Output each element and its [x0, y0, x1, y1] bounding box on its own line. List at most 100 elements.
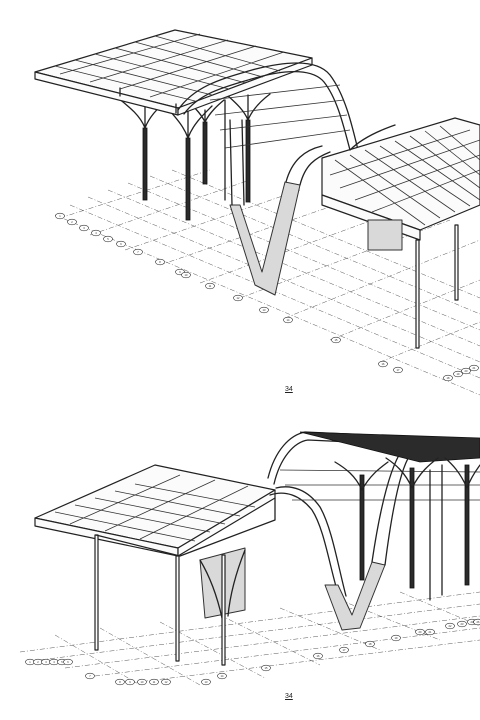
- v-frame-top: [229, 119, 331, 296]
- grid-bubble-label: 1: [29, 660, 31, 664]
- grid-bubble-label: 19: [395, 636, 398, 640]
- grid-bubble-label: 12: [237, 296, 240, 300]
- grid-bubble: 18: [443, 374, 453, 382]
- grid-bubble-label: 10: [185, 273, 188, 277]
- grid-bubble-label: 9: [179, 270, 181, 274]
- grid-bubble-label: 20: [419, 630, 422, 634]
- grid-bubble-label: 15: [335, 338, 338, 342]
- grid-bubble-label: 15: [265, 666, 268, 670]
- grid-bubble-label: 6: [67, 660, 69, 664]
- grid-bubble-label: 17: [343, 648, 346, 652]
- grid-bubble: 8: [115, 678, 125, 686]
- grid-bubble: 4: [49, 658, 59, 666]
- grid-bubble-label: 8: [119, 680, 121, 684]
- grid-bubble-label: 12: [165, 680, 168, 684]
- grid-bubble-label: 1: [59, 214, 61, 218]
- grid-bubble-label: 2: [71, 220, 73, 224]
- right-canopy: [321, 117, 480, 349]
- ground-grid-bottom: [19, 591, 480, 686]
- grid-bubble: 1: [25, 658, 35, 666]
- grid-bubble-label: 13: [263, 308, 266, 312]
- grid-bubble: 8: [155, 258, 165, 266]
- grid-bubble-label: 9: [129, 680, 131, 684]
- grid-bubble-label: 26: [477, 620, 480, 624]
- grid-bubble-label: 23: [461, 622, 464, 626]
- grid-bubble: 15: [331, 336, 341, 344]
- figure-label-top: 34: [285, 386, 293, 393]
- grid-bubble: 2: [67, 218, 77, 226]
- left-canopy-posts: [117, 92, 271, 221]
- grid-bubble: 16: [313, 652, 323, 660]
- grid-bubble: 12: [161, 678, 171, 686]
- grid-bubble-label: 21: [473, 366, 476, 370]
- grid-bubble: 26: [473, 618, 480, 626]
- grid-bubble-label: 5: [61, 660, 63, 664]
- grid-bubble: 13: [259, 306, 269, 314]
- grid-bubble-label: 21: [429, 630, 432, 634]
- grid-bubble-label: 10: [141, 680, 144, 684]
- grid-bubble-label: 17: [397, 368, 400, 372]
- left-small-canopy: [34, 464, 276, 666]
- grid-bubble: 20: [461, 367, 471, 375]
- left-canopy-roof: [34, 29, 313, 116]
- grid-bubble: 18: [365, 640, 375, 648]
- grid-bubble: 11: [149, 678, 159, 686]
- grid-bubble: 3: [79, 224, 89, 232]
- grid-bubble: 4: [91, 229, 101, 237]
- grid-bubble: 14: [217, 672, 227, 680]
- right-big-canopy: [267, 431, 480, 601]
- grid-bubble: 23: [457, 620, 467, 628]
- grid-bubble-label: 14: [221, 674, 224, 678]
- grid-bubble-label: 7: [89, 674, 91, 678]
- grid-bubble-label: 20: [465, 369, 468, 373]
- grid-bubble-label: 2: [37, 660, 39, 664]
- grid-bubble-label: 19: [457, 372, 460, 376]
- grid-bubble: 17: [339, 646, 349, 654]
- arch-rib-top: [177, 62, 359, 201]
- grid-bubble-label: 24: [471, 620, 474, 624]
- grid-bubble: 21: [469, 364, 479, 372]
- grid-bubble-label: 16: [382, 362, 385, 366]
- grid-bubble: 19: [391, 634, 401, 642]
- grid-bubble: 13: [201, 678, 211, 686]
- grid-bubble-label: 6: [120, 242, 122, 246]
- grid-bubble-label: 3: [45, 660, 47, 664]
- grid-bubble: 9: [125, 678, 135, 686]
- grid-bubble-label: 11: [153, 680, 156, 684]
- grid-bubble-label: 4: [53, 660, 55, 664]
- grid-bubble-label: 3: [83, 226, 85, 230]
- grid-bubble-label: 16: [317, 654, 320, 658]
- grid-bubble: 19: [453, 370, 463, 378]
- grid-bubble: 15: [261, 664, 271, 672]
- arch-rib-bottom: [269, 449, 411, 631]
- grid-bubble: 14: [283, 316, 293, 324]
- grid-bubble: 22: [445, 622, 455, 630]
- grid-bubble-label: 18: [447, 376, 450, 380]
- grid-bubble: 10: [137, 678, 147, 686]
- grid-bubble-label: 8: [159, 260, 161, 264]
- grid-bubble-label: 7: [137, 250, 139, 254]
- grid-bubble: 6: [63, 658, 73, 666]
- grid-bubble: 17: [393, 366, 403, 374]
- grid-bubble-label: 18: [369, 642, 372, 646]
- grid-bubble: 1: [55, 212, 65, 220]
- grid-bubble: 12: [233, 294, 243, 302]
- grid-bubble-label: 11: [209, 284, 212, 288]
- grid-bubble: 6: [116, 240, 126, 248]
- grid-bubble: 5: [103, 235, 113, 243]
- grid-bubble-label: 22: [449, 624, 452, 628]
- grid-bubble: 2: [33, 658, 43, 666]
- grid-bubble: 10: [181, 271, 191, 279]
- grid-bubble-label: 13: [205, 680, 208, 684]
- grid-bubble: 16: [378, 360, 388, 368]
- grid-bubble-label: 14: [287, 318, 290, 322]
- figure-label-bottom: 34: [285, 693, 293, 700]
- grid-bubble: 11: [205, 282, 215, 290]
- grid-bubble-label: 5: [107, 237, 109, 241]
- grid-bubble: 20: [415, 628, 425, 636]
